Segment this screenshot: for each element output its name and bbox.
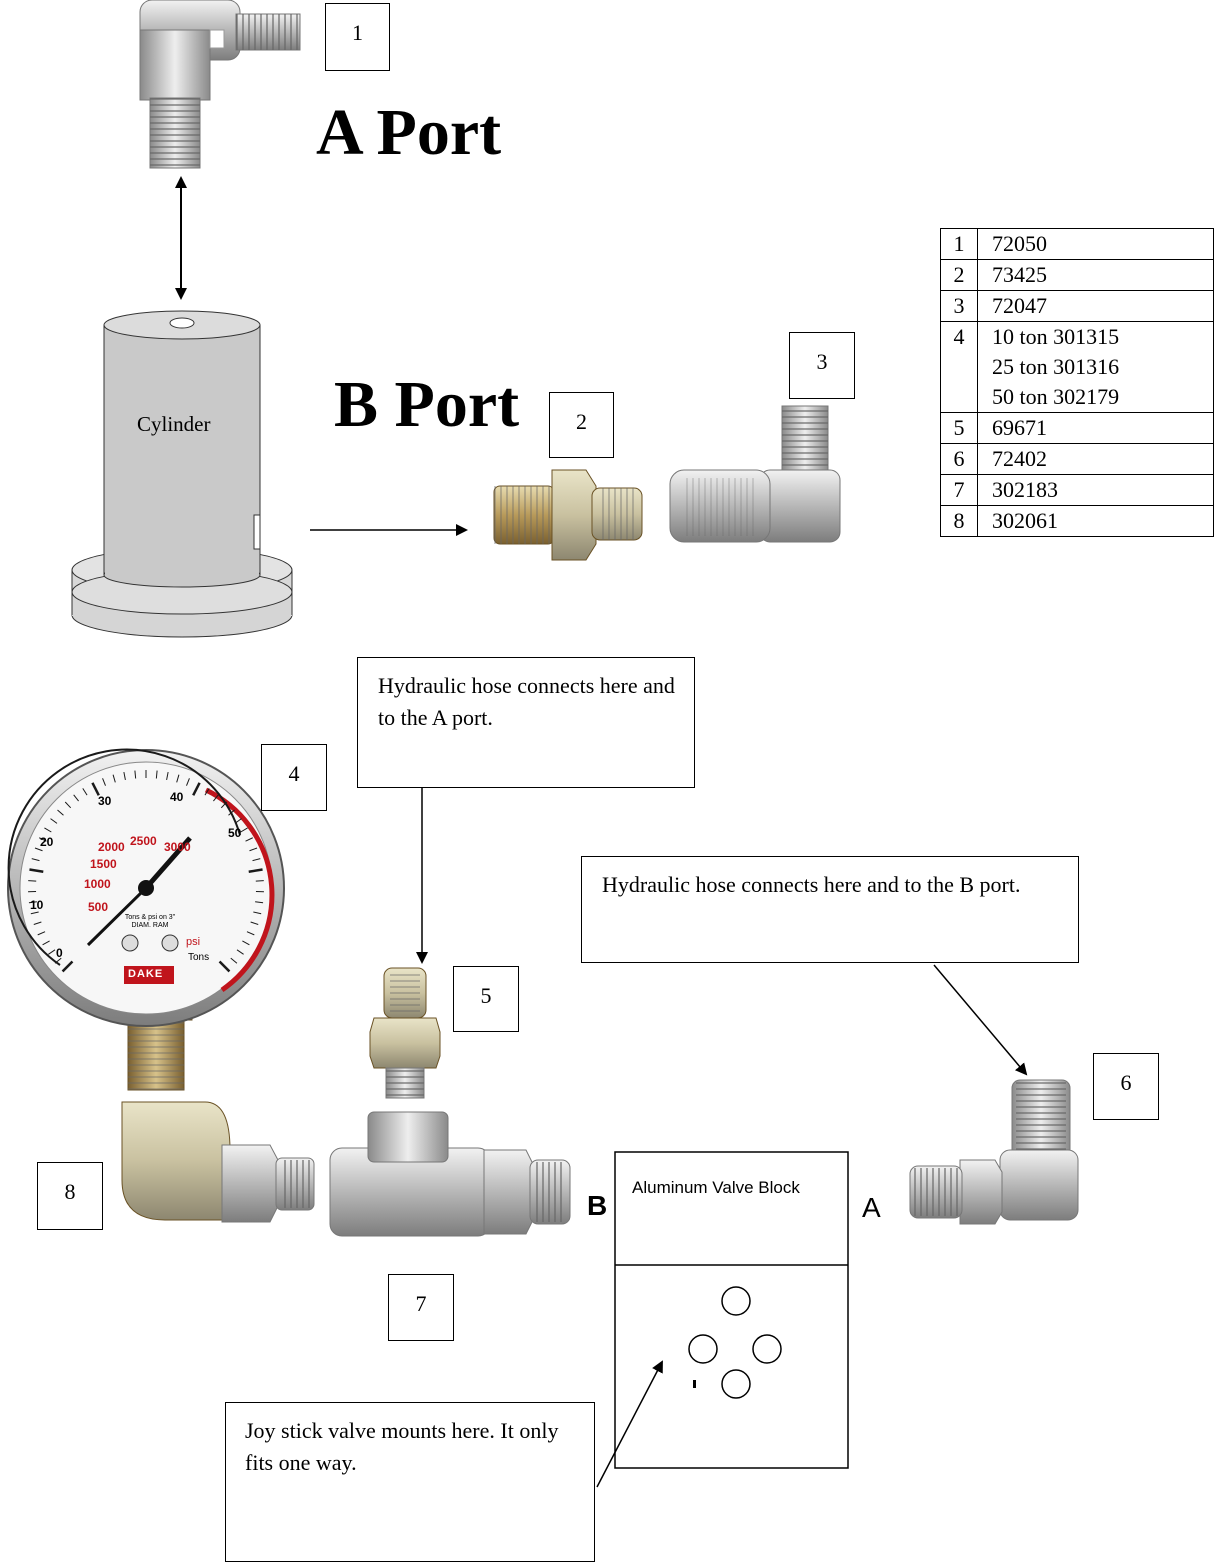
- item-number-8: 8: [37, 1162, 103, 1230]
- fitting-3-elbow: [670, 406, 840, 542]
- gauge-tons-10: 10: [30, 898, 43, 912]
- item-number-7: 7: [388, 1274, 454, 1341]
- fitting-7-tee: [330, 1112, 570, 1236]
- gauge-psi-1500: 1500: [90, 857, 117, 871]
- item-number-6: 6: [1093, 1053, 1159, 1120]
- item-number-4: 4: [261, 744, 327, 811]
- table-row: 4 10 ton 301315 25 ton 301316 50 ton 302…: [941, 322, 1214, 413]
- part-num: 3: [941, 291, 978, 322]
- gauge-tick: [256, 881, 264, 882]
- part-num: 4: [941, 322, 978, 413]
- gauge-tons-30: 30: [98, 794, 111, 808]
- part-value: 10 ton 301315: [992, 322, 1207, 352]
- part-value: 72047: [978, 291, 1214, 322]
- part-num: 6: [941, 444, 978, 475]
- part-value-multi: 10 ton 301315 25 ton 301316 50 ton 30217…: [978, 322, 1214, 413]
- gauge-face-text: Tons & psi on 3" DIAM. RAM: [118, 914, 182, 930]
- item-number-1: 1: [325, 3, 390, 71]
- part-value: 25 ton 301316: [992, 352, 1207, 382]
- valve-block: [615, 1152, 848, 1468]
- item-number-3: 3: [789, 332, 855, 399]
- valve-block-label: Aluminum Valve Block: [632, 1178, 800, 1198]
- valve-port-b-label: B: [587, 1190, 607, 1222]
- part-value: 69671: [978, 413, 1214, 444]
- part-value: 302183: [978, 475, 1214, 506]
- part-num: 2: [941, 260, 978, 291]
- gauge-psi-500: 500: [88, 900, 108, 914]
- part-value: 72402: [978, 444, 1214, 475]
- valve-port-a-label: A: [862, 1192, 881, 1224]
- part-value: 73425: [978, 260, 1214, 291]
- a-port-label: A Port: [316, 100, 501, 166]
- part-value: 50 ton 302179: [992, 382, 1207, 412]
- callout-joystick: Joy stick valve mounts here. It only fit…: [225, 1402, 595, 1562]
- fitting-6-elbow: [910, 1080, 1078, 1224]
- gauge-psi-2500: 2500: [130, 834, 157, 848]
- gauge-tons-20: 20: [40, 835, 53, 849]
- gauge-tons-40: 40: [170, 790, 183, 804]
- part-num: 7: [941, 475, 978, 506]
- part-value: 72050: [978, 229, 1214, 260]
- callout-hose-a: Hydraulic hose connects here and to the …: [357, 657, 695, 788]
- part-num: 5: [941, 413, 978, 444]
- fitting-8-elbow: [122, 1102, 314, 1222]
- item-number-2: 2: [549, 392, 614, 458]
- gauge-brand: DAKE: [128, 968, 163, 980]
- gauge-psi-2000: 2000: [98, 840, 125, 854]
- fitting-2-adapter: [494, 470, 642, 560]
- gauge-unit-tons: Tons: [188, 952, 209, 963]
- gauge-tons-50: 50: [228, 826, 241, 840]
- fitting-5-adapter: [370, 968, 440, 1098]
- arrow-hose-b: [934, 965, 1026, 1074]
- gauge-unit-psi: psi: [186, 936, 200, 948]
- b-port-label: B Port: [334, 372, 519, 438]
- gauge-psi-1000: 1000: [84, 877, 111, 891]
- part-value: 302061: [978, 506, 1214, 537]
- gauge-tons-0: 0: [56, 946, 63, 960]
- cylinder-label: Cylinder: [137, 412, 211, 437]
- gauge-psi-3000: 3000: [164, 840, 191, 854]
- fitting-1-elbow: [140, 0, 300, 168]
- gauge-tick: [28, 881, 36, 882]
- part-num: 1: [941, 229, 978, 260]
- callout-hose-b: Hydraulic hose connects here and to the …: [581, 856, 1079, 963]
- cylinder-drawing: [72, 311, 292, 637]
- item-number-5: 5: [453, 966, 519, 1032]
- part-num: 8: [941, 506, 978, 537]
